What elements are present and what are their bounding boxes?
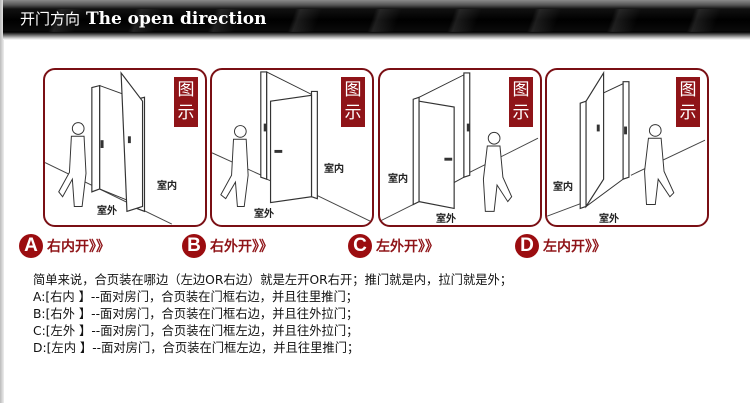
left-edge-shadow	[0, 0, 4, 403]
panel-b: 图示 室内 室外	[210, 68, 374, 227]
illustration-badge: 图示	[341, 77, 365, 127]
letter-badge-c: C	[348, 234, 372, 258]
outside-label: 室外	[436, 214, 456, 225]
caption-text: 左内开》》	[543, 239, 606, 255]
letter-badge-a: A	[19, 234, 43, 258]
illustration-badge: 图示	[509, 77, 533, 127]
outside-label: 室外	[254, 209, 274, 220]
panel-c: 图示 室内 室外	[378, 68, 542, 227]
caption-text: 右内开》》	[47, 239, 110, 255]
inside-label: 室内	[157, 181, 177, 192]
illustration-badge: 图示	[174, 77, 198, 127]
inside-label: 室内	[324, 164, 344, 175]
caption-c: C 左外开》》	[348, 233, 439, 259]
title-cn: 开门方向	[20, 10, 81, 28]
outside-label: 室外	[599, 214, 619, 225]
inside-label: 室内	[553, 182, 573, 193]
caption-a: A 右内开》》	[19, 233, 110, 259]
panel-a: 图示 室内 室外	[43, 68, 207, 227]
description-line-d: D:[左内 】--面对房门，合页装在门框左边，并且往里推门；	[33, 341, 360, 355]
header-pattern	[3, 9, 750, 32]
door-illustration-right-inward	[45, 71, 173, 225]
description-intro: 简单来说，合页装在哪边（左边OR右边）就是左开OR右开；推门就是内，拉门就是外；	[33, 273, 513, 287]
illustration-badge: 图示	[676, 77, 700, 127]
title-en: The open direction	[85, 9, 267, 29]
letter-badge-d: D	[515, 234, 539, 258]
panel-d: 图示 室内 室外	[545, 68, 709, 227]
door-illustration-left-outward	[380, 72, 539, 222]
outside-label: 室外	[97, 206, 117, 217]
caption-text: 右外开》》	[210, 239, 273, 255]
letter-badge-b: B	[182, 234, 206, 258]
caption-b: B 右外开》》	[182, 233, 273, 259]
description-line-a: A:[右内 】--面对房门，合页装在门框右边，并且往里推门；	[33, 290, 359, 304]
inside-label: 室内	[388, 174, 408, 185]
caption-d: D 左内开》》	[515, 233, 606, 259]
section-header: 开门方向 The open direction	[3, 0, 750, 40]
caption-text: 左外开》》	[376, 239, 439, 255]
description-block: 简单来说，合页装在哪边（左边OR右边）就是左开OR右开；推门就是内，拉门就是外；…	[33, 272, 512, 357]
door-illustration-right-outward	[212, 71, 371, 222]
section-title: 开门方向 The open direction	[20, 8, 266, 29]
door-illustration-left-inward	[547, 70, 706, 217]
description-line-c: C:[左外 】--面对房门，合页装在门框左边，并且往外拉门；	[33, 324, 359, 338]
description-line-b: B:[右外 】--面对房门，合页装在门框右边，并且往外拉门；	[33, 307, 359, 321]
